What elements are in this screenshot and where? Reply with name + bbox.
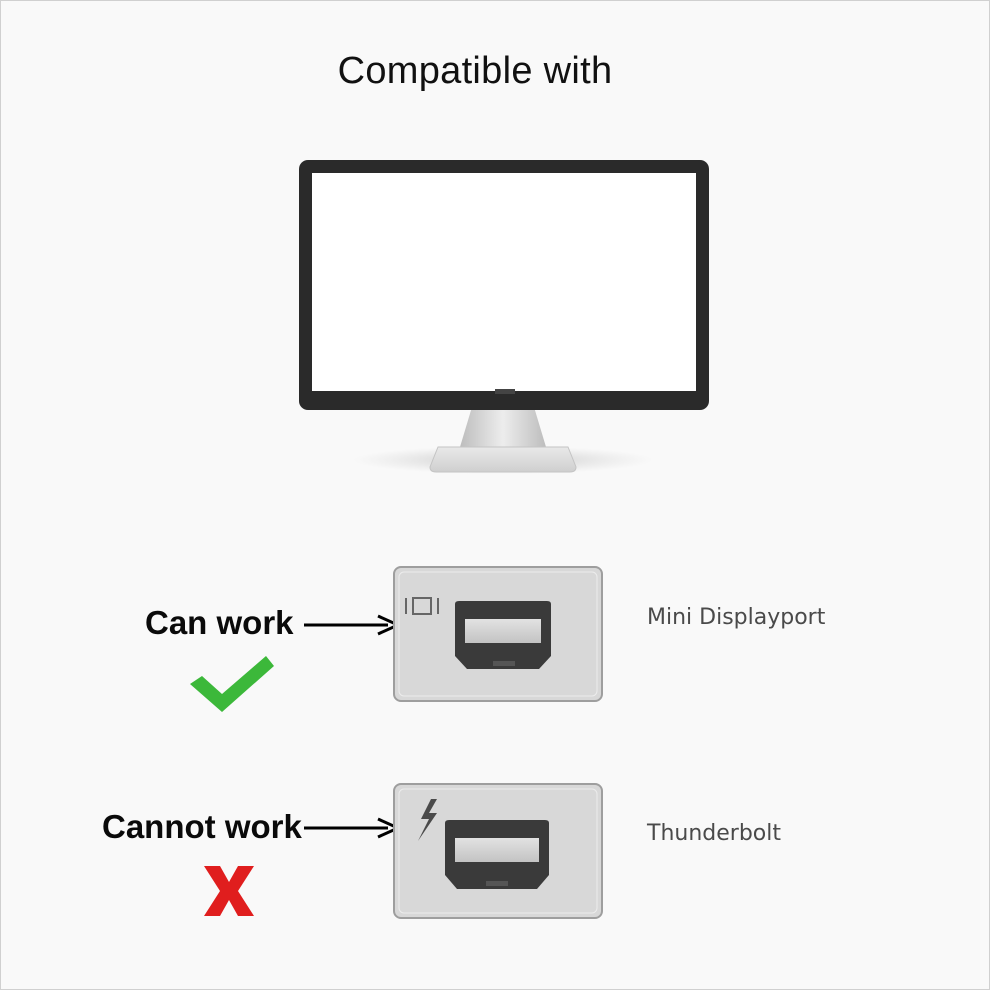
mini-displayport-panel — [393, 566, 605, 709]
page-title: Compatible with — [337, 50, 613, 92]
thunderbolt-bolt-icon — [418, 799, 437, 841]
arrow-right-icon — [304, 614, 402, 636]
red-x-icon — [204, 866, 254, 916]
mini-displayport-symbol-icon — [405, 597, 439, 615]
monitor-illustration — [290, 155, 720, 485]
thunderbolt-panel — [393, 783, 605, 926]
mini-displayport-label: Mini Displayport — [647, 605, 826, 630]
arrow-right-icon — [304, 817, 402, 839]
monitor-icon — [299, 160, 709, 474]
can-work-label: Can work — [145, 604, 294, 641]
cannot-work-label: Cannot work — [102, 808, 302, 845]
green-checkmark-icon — [190, 656, 274, 712]
thunderbolt-label: Thunderbolt — [647, 821, 781, 846]
